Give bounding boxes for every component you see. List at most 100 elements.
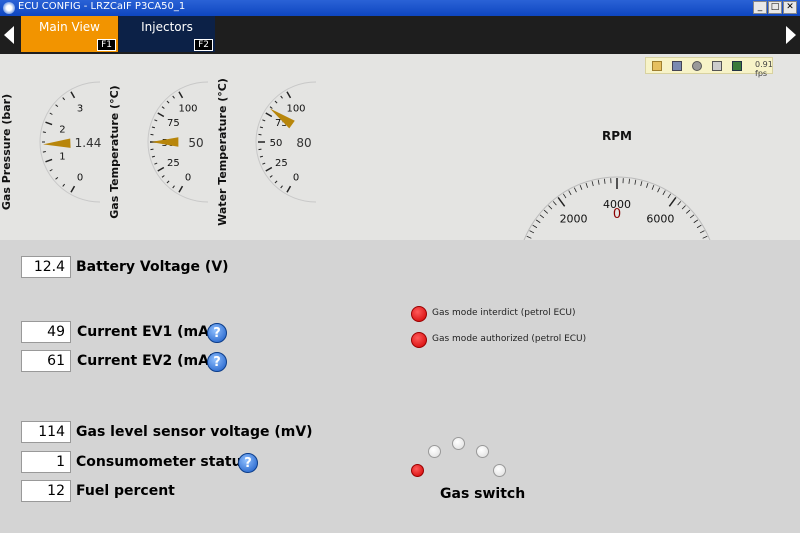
- rpm-minor-tick: [696, 224, 702, 229]
- tab-main-view-label: Main View: [39, 20, 100, 34]
- rpm-tick-label: 4000: [603, 198, 631, 211]
- gauge-value: 80: [296, 136, 311, 150]
- gauge-value: 1.44: [75, 136, 102, 150]
- major-tick: [45, 158, 53, 163]
- needle: [269, 108, 295, 129]
- print-icon[interactable]: [712, 61, 722, 71]
- rpm-minor-tick: [685, 209, 691, 214]
- gas-level-sensor-value: 114: [21, 421, 71, 443]
- minor-tick: [49, 112, 53, 115]
- minor-tick: [161, 106, 165, 109]
- tick-label: 25: [275, 158, 288, 169]
- rpm-minor-tick: [628, 178, 630, 184]
- monitor-icon[interactable]: [732, 61, 742, 71]
- tab-injectors[interactable]: Injectors F2: [119, 16, 215, 52]
- title-bar: ECU CONFIG - LRZCaIF P3CA50_1 _ □ ✕: [0, 0, 800, 16]
- rpm-tick-label: 2000: [560, 212, 588, 225]
- minor-tick: [269, 175, 273, 178]
- tick-label: 100: [286, 103, 305, 114]
- minor-tick: [262, 119, 266, 122]
- rpm-minor-tick: [640, 181, 643, 187]
- minor-tick: [55, 104, 59, 108]
- rpm-minor-tick: [573, 187, 577, 193]
- rpm-minor-tick: [693, 219, 699, 224]
- tick-label: 50: [270, 138, 283, 149]
- fps-readout: 0.91 fps: [755, 60, 773, 78]
- consumometer-status-label: Consumometer status: [76, 454, 250, 470]
- nav-left-arrow-icon[interactable]: [4, 26, 14, 44]
- rpm-major-tick: [668, 196, 677, 207]
- rpm-gauge: 02000400060008000RPM0: [523, 129, 711, 240]
- gas-mode-interdict-label: Gas mode interdict (petrol ECU): [432, 308, 576, 318]
- minor-tick: [154, 162, 158, 165]
- gas-mode-authorized-led: [411, 332, 427, 348]
- gear-icon[interactable]: [692, 61, 702, 71]
- minor-tick: [151, 126, 156, 129]
- current-ev1-label: Current EV1 (mA): [77, 324, 216, 340]
- tick-label: 1: [59, 152, 65, 163]
- minor-tick: [62, 183, 66, 187]
- rpm-minor-tick: [597, 179, 600, 185]
- needle: [151, 137, 179, 147]
- battery-voltage-label: Battery Voltage (V): [76, 259, 229, 275]
- rpm-minor-tick: [568, 190, 572, 196]
- nav-right-arrow-icon[interactable]: [786, 26, 796, 44]
- folder-icon[interactable]: [652, 61, 662, 71]
- save-icon[interactable]: [672, 61, 682, 71]
- app-icon: [3, 2, 15, 14]
- tick-label: 0: [77, 173, 83, 184]
- major-tick: [286, 185, 292, 193]
- rpm-minor-tick: [552, 201, 557, 206]
- gauge-arc: [39, 81, 101, 203]
- tick-label: 0: [293, 173, 299, 184]
- current-ev1-help-icon[interactable]: ?: [207, 323, 227, 343]
- rpm-minor-tick: [677, 201, 682, 206]
- consumometer-help-icon[interactable]: ?: [238, 453, 258, 473]
- tick-label: 100: [178, 103, 197, 114]
- gas-temperature-gauge: 100755025050Gas Temperature (°C): [108, 81, 209, 219]
- close-button[interactable]: ✕: [783, 1, 797, 14]
- rpm-minor-tick: [646, 182, 649, 188]
- rpm-minor-tick: [532, 224, 538, 229]
- tab-main-view-key: F1: [97, 39, 116, 51]
- tick-label: 3: [77, 103, 83, 114]
- tab-bar: Main View F1 Injectors F2: [0, 16, 800, 54]
- rpm-minor-tick: [585, 182, 588, 188]
- fuel-percent-label: Fuel percent: [76, 483, 175, 499]
- gauge-label: Gas Temperature (°C): [108, 85, 121, 218]
- consumometer-status-value: 1: [21, 451, 71, 473]
- rpm-tick-label: 6000: [646, 212, 674, 225]
- battery-voltage-value: 12.4: [21, 256, 71, 278]
- gas-switch-position-3[interactable]: [476, 445, 489, 458]
- gas-switch-position-4[interactable]: [493, 464, 506, 477]
- gas-switch-position-2[interactable]: [452, 437, 465, 450]
- current-ev1-value: 49: [21, 321, 71, 343]
- minor-tick: [262, 162, 266, 165]
- gas-switch-position-0[interactable]: [411, 464, 424, 477]
- rpm-minor-tick: [543, 209, 549, 214]
- current-ev2-help-icon[interactable]: ?: [207, 352, 227, 372]
- current-ev2-value: 61: [21, 350, 71, 372]
- window-title: ECU CONFIG - LRZCaIF P3CA50_1: [18, 1, 186, 12]
- gas-switch-position-1[interactable]: [428, 445, 441, 458]
- rpm-minor-tick: [662, 190, 666, 196]
- major-tick: [70, 185, 76, 193]
- major-tick: [178, 91, 184, 99]
- minor-tick: [280, 185, 283, 189]
- gas-level-sensor-label: Gas level sensor voltage (mV): [76, 424, 313, 440]
- minor-tick: [166, 100, 170, 104]
- gas-mode-interdict-led: [411, 306, 427, 322]
- gauge-arc: [147, 81, 209, 203]
- minimize-button[interactable]: _: [753, 1, 767, 14]
- rpm-minor-tick: [667, 193, 672, 199]
- gauge-arc: [255, 81, 317, 203]
- maximize-button[interactable]: □: [768, 1, 782, 14]
- rpm-minor-tick: [526, 235, 532, 239]
- current-ev2-label: Current EV2 (mA): [77, 353, 216, 369]
- tick-label: 75: [167, 118, 180, 129]
- gas-mode-authorized-label: Gas mode authorized (petrol ECU): [432, 334, 587, 344]
- tab-main-view[interactable]: Main View F1: [21, 16, 118, 52]
- rpm-minor-tick: [634, 179, 637, 185]
